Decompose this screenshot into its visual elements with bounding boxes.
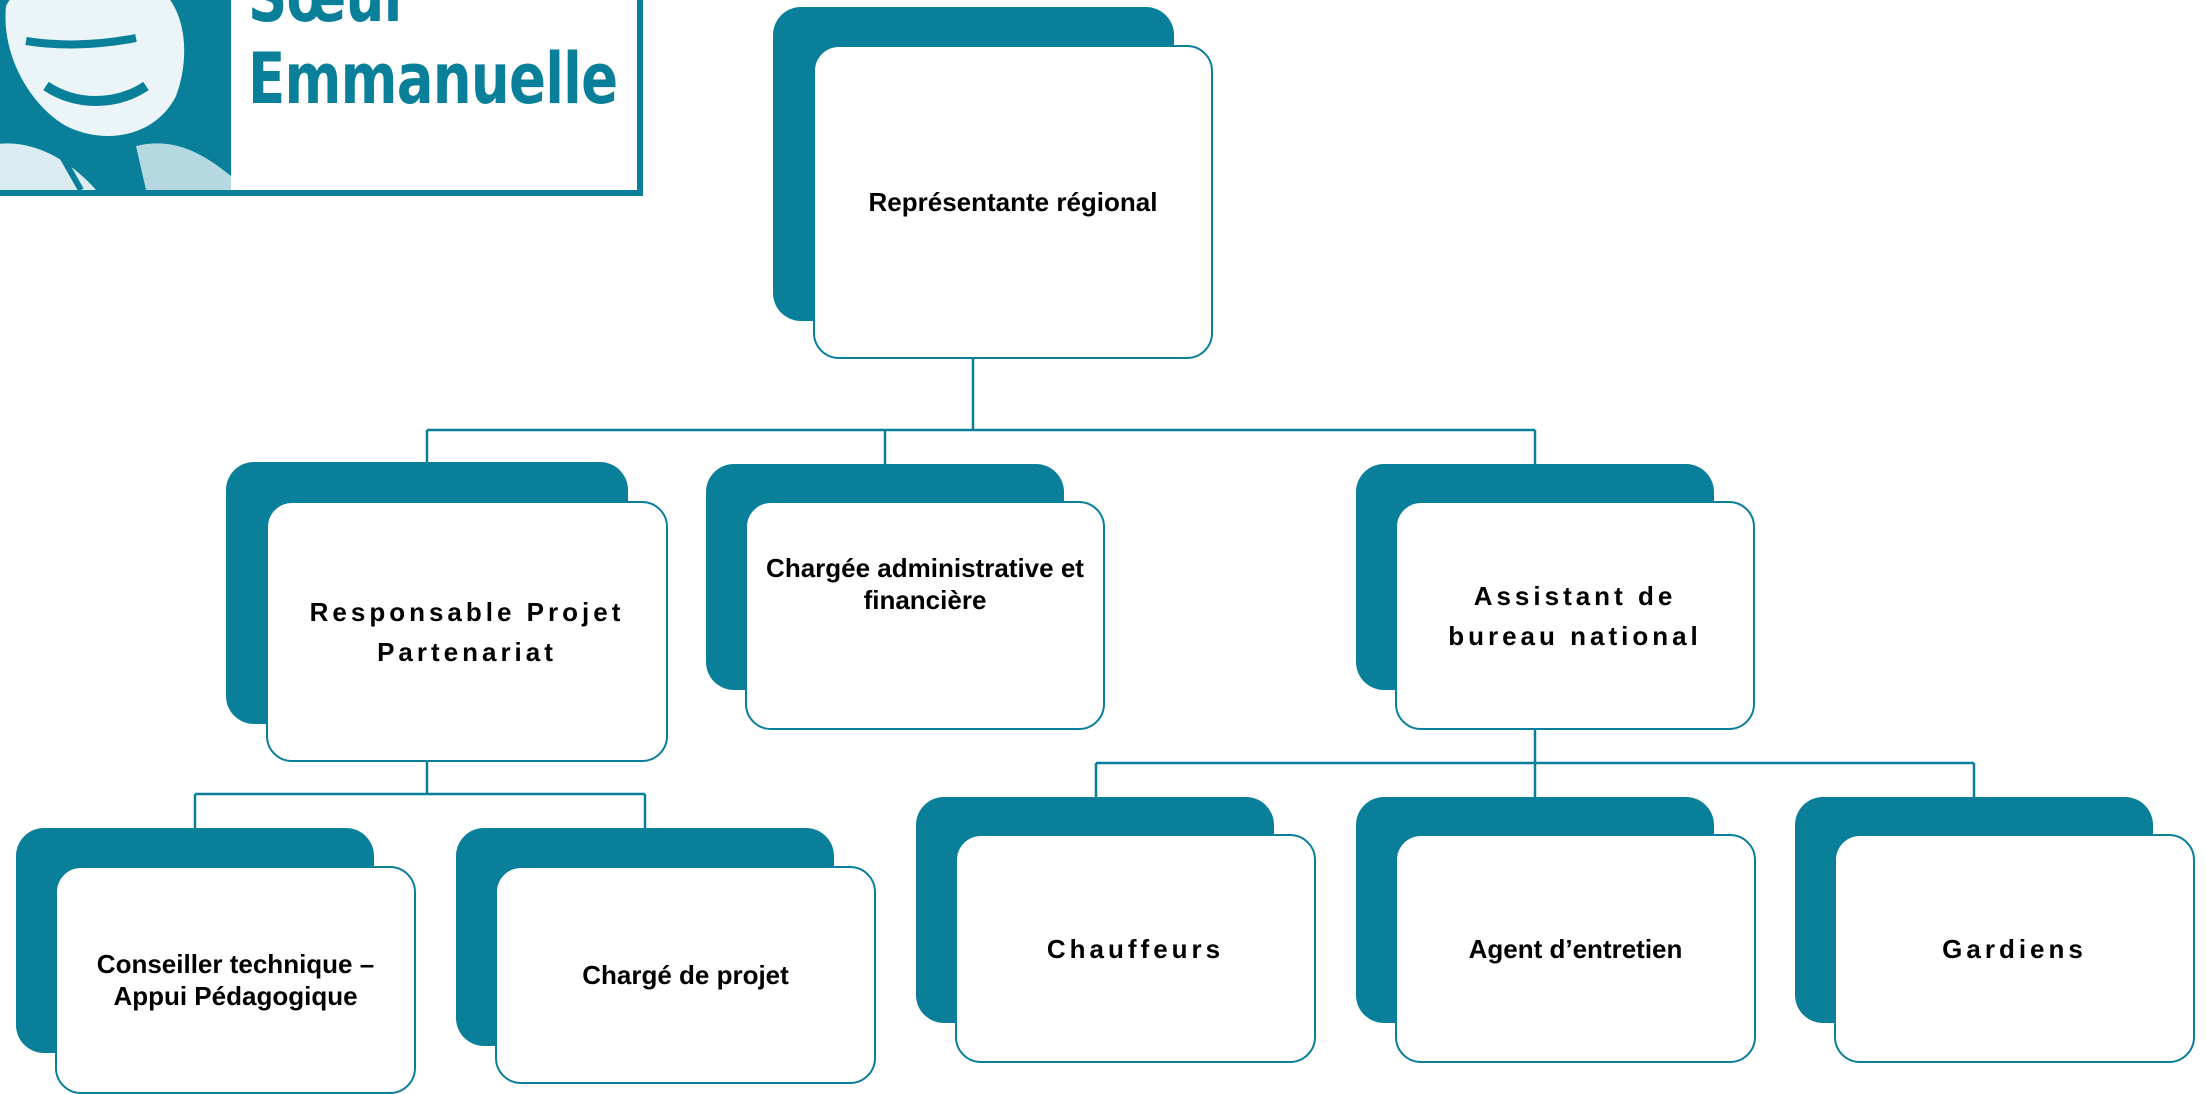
portrait-photo bbox=[0, 0, 231, 190]
logo-wordmark: Sœur Emmanuelle bbox=[248, 0, 618, 120]
node-label: Chargée administrative et financière bbox=[766, 552, 1084, 615]
node-card: Agent d’entretien bbox=[1395, 834, 1756, 1063]
node-label: Conseiller technique – Appui Pédagogique bbox=[96, 949, 375, 1011]
node-card: Représentante régional bbox=[813, 45, 1213, 359]
node-card: Responsable Projet Partenariat bbox=[266, 501, 668, 762]
node-card: Gardiens bbox=[1834, 834, 2195, 1063]
node-label: Représentante régional bbox=[868, 187, 1158, 217]
node-label: Chargé de projet bbox=[582, 960, 789, 990]
node-label: Agent d’entretien bbox=[1468, 933, 1683, 964]
node-label: Responsable Projet Partenariat bbox=[309, 596, 625, 667]
node-label: Chauffeurs bbox=[1046, 933, 1225, 964]
node-card: Chargé de projet bbox=[495, 866, 876, 1084]
node-card: Chauffeurs bbox=[955, 834, 1316, 1063]
node-label: Gardiens bbox=[1942, 933, 2087, 964]
logo-line-2: Emmanuelle bbox=[248, 38, 618, 120]
node-label: Assistant de bureau national bbox=[1448, 580, 1702, 651]
node-card: Assistant de bureau national bbox=[1395, 501, 1755, 730]
soeur-emmanuelle-logo: Sœur Emmanuelle bbox=[0, 0, 643, 196]
node-card: Chargée administrative et financière bbox=[745, 501, 1105, 730]
node-card: Conseiller technique – Appui Pédagogique bbox=[55, 866, 416, 1094]
logo-line-1: Sœur bbox=[248, 0, 617, 38]
